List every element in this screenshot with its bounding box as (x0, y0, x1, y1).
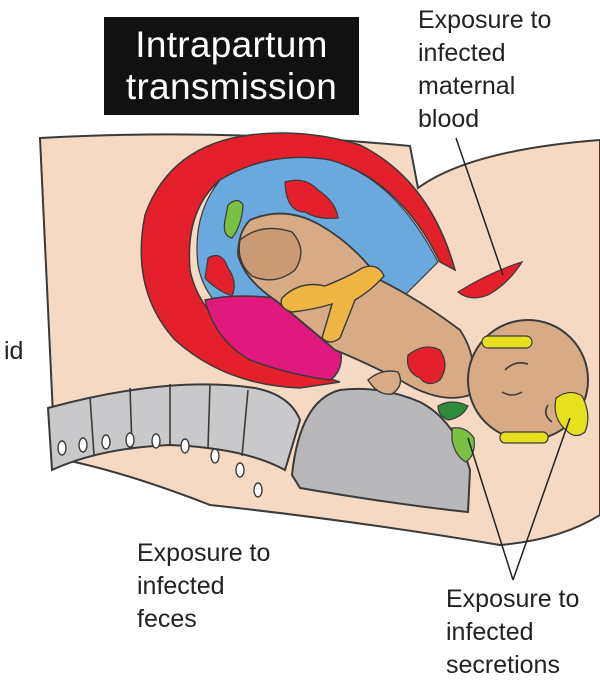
label-blood-line-4: blood (418, 103, 551, 136)
label-feces-line-3: feces (137, 603, 270, 636)
title-line-2: transmission (104, 66, 359, 108)
label-secretions: Exposure to infected secretions (446, 583, 579, 682)
label-fragment: id (4, 335, 23, 368)
title-line-1: Intrapartum (104, 24, 359, 66)
label-feces-line-1: Exposure to (137, 537, 270, 570)
baby-curled-legs (239, 228, 301, 279)
label-feces-line-2: infected (137, 570, 270, 603)
title-box: Intrapartum transmission (104, 17, 359, 115)
label-secretions-line-2: infected (446, 616, 579, 649)
label-fragment-text: id (4, 335, 23, 368)
secretion-1 (482, 336, 532, 348)
label-blood-line-3: maternal (418, 70, 551, 103)
label-blood-line-2: infected (418, 37, 551, 70)
label-maternal-blood: Exposure to infected maternal blood (418, 4, 551, 136)
label-blood-line-1: Exposure to (418, 4, 551, 37)
label-secretions-line-3: secretions (446, 649, 579, 682)
label-secretions-line-1: Exposure to (446, 583, 579, 616)
label-feces: Exposure to infected feces (137, 537, 270, 636)
secretion-3 (500, 432, 548, 443)
